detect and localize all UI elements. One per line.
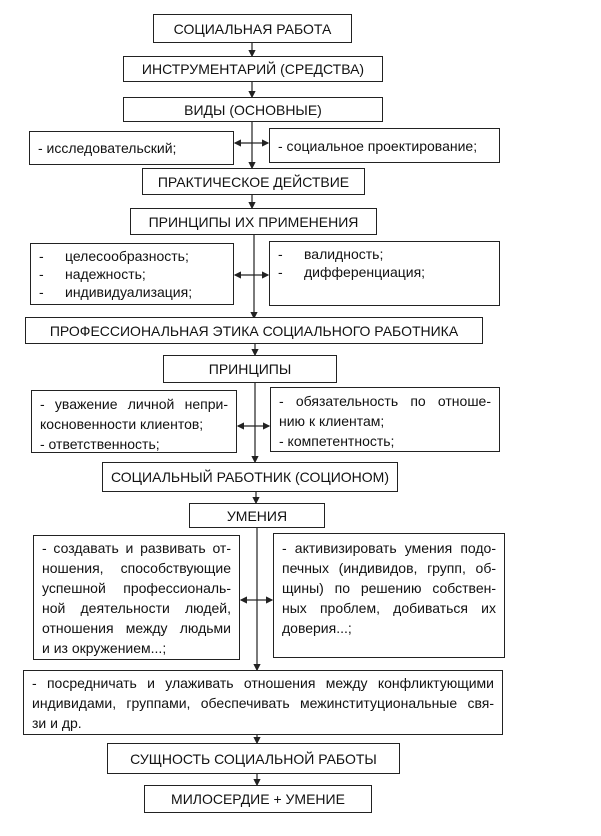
list-item: -дифференциация; — [278, 264, 426, 280]
node-social-worker: СОЦИАЛЬНЫЙ РАБОТНИК (СОЦИОНОМ) — [102, 462, 398, 492]
node-types-design: - социальное проектирование; — [269, 128, 500, 163]
node-application-left: -целесообразность; -надежность; -индивид… — [30, 243, 234, 305]
list-item: -надежность; — [39, 266, 146, 282]
list-item: -валидность; — [278, 246, 384, 262]
node-social-work: СОЦИАЛЬНАЯ РАБОТА — [153, 14, 352, 43]
node-principles: ПРИНЦИПЫ — [163, 355, 337, 383]
node-label: ПРИНЦИПЫ ИХ ПРИМЕНЕНИЯ — [148, 213, 359, 230]
node-types-research: - исследовательский; — [29, 131, 234, 165]
node-label: СУЩНОСТЬ СОЦИАЛЬНОЙ РАБОТЫ — [130, 750, 377, 767]
node-professional-ethics: ПРОФЕССИОНАЛЬНАЯ ЭТИКА СОЦИАЛЬНОГО РАБОТ… — [25, 317, 483, 344]
node-practical-action: ПРАКТИЧЕСКОЕ ДЕЙСТВИЕ — [142, 168, 365, 195]
node-essence: СУЩНОСТЬ СОЦИАЛЬНОЙ РАБОТЫ — [107, 743, 400, 774]
node-mercy-skill: МИЛОСЕРДИЕ + УМЕНИЕ — [144, 785, 372, 813]
list-item: -целесообразность; — [39, 248, 189, 264]
node-label: СОЦИАЛЬНЫЙ РАБОТНИК (СОЦИОНОМ) — [110, 469, 389, 485]
node-application-principles: ПРИНЦИПЫ ИХ ПРИМЕНЕНИЯ — [130, 208, 377, 235]
node-skills: УМЕНИЯ — [189, 503, 325, 528]
node-instruments: ИНСТРУМЕНТАРИЙ (СРЕДСТВА) — [123, 56, 383, 82]
node-skills-left: - создавать и развивать от- ношения, спо… — [33, 535, 240, 660]
node-skills-bottom: - посредничать и улаживать отношения меж… — [23, 670, 503, 735]
node-label: ПРИНЦИПЫ — [208, 361, 292, 377]
node-label: СОЦИАЛЬНАЯ РАБОТА — [173, 20, 332, 37]
node-label: - социальное проектирование; — [278, 137, 478, 154]
node-label: ВИДЫ (ОСНОВНЫЕ) — [184, 101, 322, 118]
node-label: ПРОФЕССИОНАЛЬНАЯ ЭТИКА СОЦИАЛЬНОГО РАБОТ… — [49, 322, 459, 339]
node-label: ИНСТРУМЕНТАРИЙ (СРЕДСТВА) — [141, 61, 365, 77]
node-label: УМЕНИЯ — [226, 507, 288, 524]
node-label: - исследовательский; — [38, 140, 177, 156]
node-label: ПРАКТИЧЕСКОЕ ДЕЙСТВИЕ — [157, 173, 350, 190]
list-item: -индивидуализация; — [39, 284, 193, 300]
node-application-right: -валидность; -дифференциация; — [269, 241, 500, 306]
node-skills-right: - активизировать умения подо- печных (ин… — [273, 533, 505, 658]
node-principles-right: - обязательность по отноше- нию к клиент… — [270, 387, 500, 452]
node-types: ВИДЫ (ОСНОВНЫЕ) — [123, 97, 383, 122]
node-label: МИЛОСЕРДИЕ + УМЕНИЕ — [171, 791, 345, 807]
node-principles-left: - уважение личной непри- косновенности к… — [31, 390, 237, 453]
